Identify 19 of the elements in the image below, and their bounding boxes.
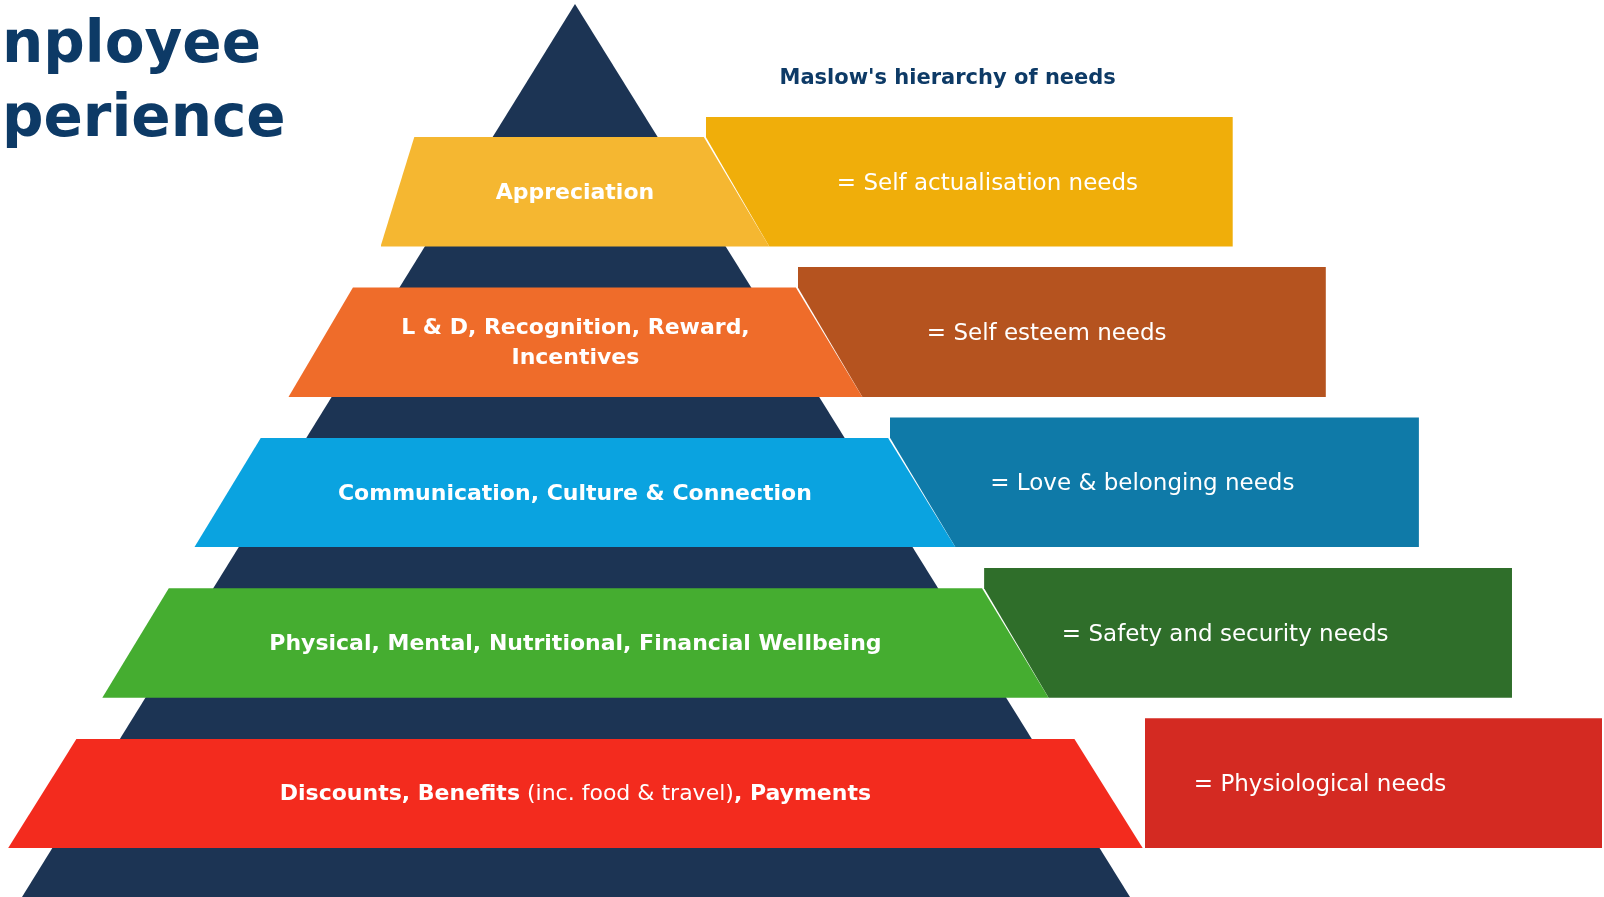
tier-label: Discounts, Benefits (inc. food & travel), Payments bbox=[279, 779, 872, 808]
need-bar bbox=[797, 267, 1326, 397]
need-bar bbox=[1144, 718, 1602, 849]
need-label: = Self esteem needs bbox=[926, 317, 1167, 347]
need-bar bbox=[984, 567, 1512, 698]
tier-label: L & D, Recognition, Reward, Incentives bbox=[400, 313, 751, 372]
tier-label: Communication, Culture & Connection bbox=[337, 478, 812, 507]
need-label: = Love & belonging needs bbox=[990, 468, 1295, 498]
need-label: = Self actualisation needs bbox=[836, 167, 1139, 197]
need-label: = Physiological needs bbox=[1193, 769, 1447, 799]
pyramid-tier bbox=[8, 738, 1143, 849]
title-text: perience bbox=[2, 82, 286, 152]
need-bar bbox=[890, 417, 1419, 548]
title-text: nployee bbox=[2, 8, 262, 78]
tier-label: Physical, Mental, Nutritional, Financial Wellbeing bbox=[269, 629, 882, 658]
tier-label: Appreciation bbox=[495, 177, 655, 206]
need-label: = Safety and security needs bbox=[1061, 618, 1389, 648]
heading-text: Maslow's hierarchy of needs bbox=[779, 65, 1116, 90]
need-bar bbox=[705, 116, 1233, 247]
